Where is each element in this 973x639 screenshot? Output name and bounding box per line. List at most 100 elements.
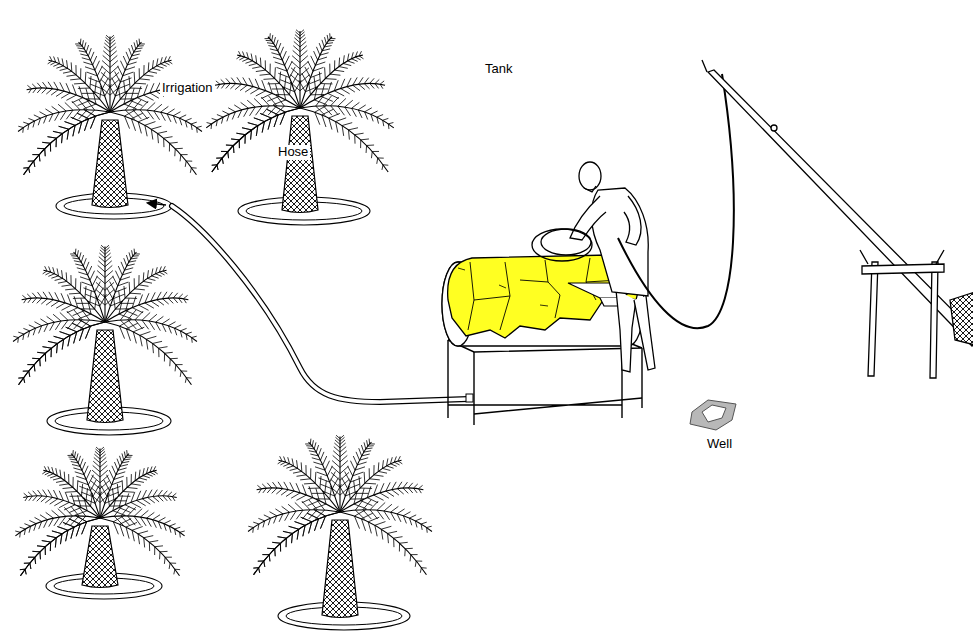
- shadoof: [868, 262, 878, 376]
- palm-leaflet: [50, 476, 57, 478]
- palm-leaflet: [40, 319, 48, 324]
- palm-leaflet: [60, 312, 68, 320]
- palm-leaflet: [60, 332, 71, 336]
- palm-leaflet: [151, 301, 159, 306]
- palm-leaflet: [32, 84, 36, 88]
- palm-leaflet: [58, 281, 67, 283]
- palm-leaflet: [288, 457, 290, 463]
- palm-leaflet: [105, 271, 113, 278]
- person: [624, 196, 641, 245]
- palm-leaflet: [28, 331, 30, 338]
- palm-leaflet: [100, 86, 110, 95]
- person: [584, 186, 596, 192]
- palm-leaflet: [100, 447, 104, 450]
- palm-leaflet: [56, 343, 58, 353]
- palm-leaflet: [39, 112, 46, 116]
- palm-leaflet: [310, 454, 318, 456]
- palm-leaflet: [241, 102, 249, 108]
- palm-leaflet: [49, 114, 53, 122]
- palm-leaflet: [274, 37, 276, 44]
- palm-leaflet: [76, 45, 82, 46]
- palm-leaflet: [383, 164, 388, 165]
- palm-leaflet: [291, 493, 300, 498]
- palm-leaflet: [143, 65, 144, 75]
- palm-leaflet: [164, 353, 165, 361]
- palm-leaflet: [348, 466, 353, 476]
- palm-leaflet: [113, 276, 118, 286]
- palm-leaflet: [261, 93, 272, 98]
- palm-leaflet: [330, 479, 340, 487]
- palm-leaflet: [172, 493, 176, 496]
- palm-leaflet: [106, 35, 110, 38]
- palm-leaflet: [374, 495, 384, 500]
- palm-leaflet: [267, 109, 278, 115]
- palm-leaflet: [67, 75, 77, 76]
- palm-leaflet: [247, 100, 255, 107]
- palm-leaflet: [317, 472, 328, 476]
- palm-leaflet: [151, 268, 152, 275]
- palm-leaflet: [56, 468, 57, 475]
- palm-leaflet: [254, 118, 265, 122]
- palm-leaflet: [47, 316, 55, 322]
- palm-leaflet: [325, 37, 327, 44]
- palm-leaflet: [259, 568, 260, 573]
- palm-leaflet: [388, 124, 390, 129]
- palm-leaflet: [139, 39, 141, 44]
- palm-leaflet: [72, 98, 83, 103]
- palm-leaflet: [60, 470, 61, 478]
- palm-leaflet: [382, 468, 390, 470]
- palm-leaflet: [71, 462, 78, 463]
- palm-leaflet: [85, 326, 90, 339]
- palm-leaflet: [265, 38, 270, 39]
- palm-leaflet: [80, 39, 82, 44]
- palm-leaflet: [42, 347, 51, 348]
- palm-leaflet: [168, 298, 173, 303]
- palm-leaflet: [282, 506, 290, 512]
- palm-leaflet: [312, 458, 321, 460]
- palm-leaflet: [45, 353, 46, 361]
- palm-leaflet: [142, 312, 150, 320]
- palm-leaflet: [29, 325, 36, 328]
- palm-leaflet: [353, 77, 357, 85]
- palm-leaflet: [318, 448, 321, 456]
- palm-leaflet: [54, 517, 60, 526]
- palm-leaflet: [154, 111, 160, 120]
- palm-leaflet: [170, 358, 177, 359]
- palm-leaflet: [39, 155, 41, 162]
- palm-leaflet: [408, 483, 412, 488]
- palm-leaflet: [143, 538, 145, 548]
- hose: [466, 394, 473, 402]
- palm-leaflet: [156, 316, 164, 322]
- palm-leaflet: [340, 435, 344, 438]
- palm-leaflet: [65, 289, 75, 290]
- palm-leaflet: [70, 253, 75, 254]
- palm-leaflet: [83, 62, 92, 65]
- palm-leaflet: [259, 568, 260, 573]
- palm-leaflet: [278, 73, 289, 77]
- hose: [172, 206, 468, 402]
- palm-leaflet: [136, 47, 143, 49]
- palm-leaflet: [244, 108, 249, 116]
- palm-leaflet: [268, 46, 275, 47]
- palm-leaflet: [364, 84, 369, 89]
- palm-leaflet: [130, 58, 139, 60]
- palm-leaflet: [50, 542, 51, 551]
- palm-leaflet: [221, 84, 225, 89]
- palm-leaflet: [66, 83, 70, 93]
- palm-leaflet: [232, 112, 235, 120]
- palm-leaflet: [375, 522, 386, 526]
- palm-leaflet: [121, 262, 124, 270]
- palm-leaflet: [377, 502, 385, 510]
- palm-leaflet: [355, 51, 357, 57]
- palm-leaflet: [355, 133, 364, 134]
- palm-leaflet: [71, 255, 77, 256]
- palm-leaflet: [80, 54, 88, 56]
- palm-leaflet: [120, 98, 133, 99]
- palm-leaflet: [275, 509, 283, 514]
- palm-leaflet: [33, 491, 37, 496]
- palm-leaflet: [216, 157, 222, 158]
- palm-leaflet: [175, 365, 177, 372]
- palm-leaflet: [191, 338, 193, 343]
- palm-leaflet: [51, 90, 58, 95]
- palm-leaflet: [44, 324, 48, 332]
